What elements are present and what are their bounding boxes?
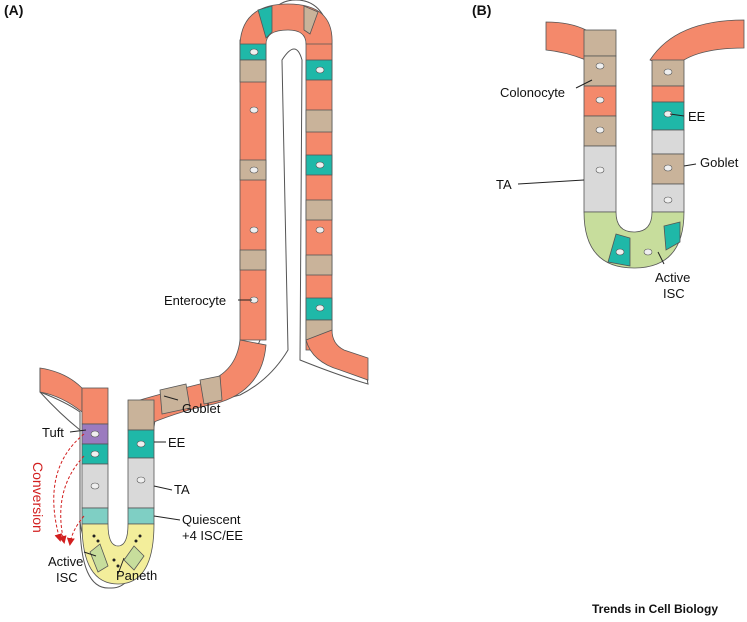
crypt-left-surface [39,367,83,413]
colon-crypt-right-wall [651,59,685,213]
journal-credit: Trends in Cell Biology [592,602,718,616]
villus-tip [239,3,333,45]
crypt-right-wall [127,399,155,525]
label-enterocyte: Enterocyte [164,293,226,308]
label-goblet-b: Goblet [700,155,739,170]
label-active-isc-a-line1: Active [48,554,83,569]
conversion-arrows [53,433,85,546]
label-active-isc-a-line2: ISC [56,570,78,585]
label-quiescent-line1: Quiescent [182,512,241,527]
label-ee-b: EE [688,109,706,124]
leader-lines-b [517,79,697,265]
panel-a-tag: (A) [4,2,23,18]
paneth-granules [92,534,142,568]
nuclei [90,48,325,490]
panel-b: (B) [472,2,745,301]
label-ee-a: EE [168,435,186,450]
label-tuft: Tuft [42,425,64,440]
label-goblet-a: Goblet [182,401,221,416]
label-ta-b: TA [496,177,512,192]
villus-right-tail [305,329,369,381]
colon-crypt-left-wall [583,29,617,213]
label-active-isc-b-line1: Active [655,270,690,285]
label-colonocyte: Colonocyte [500,85,565,100]
label-quiescent-line2: +4 ISC/EE [182,528,243,543]
label-conversion: Conversion [30,462,46,533]
panel-b-tag: (B) [472,2,491,18]
villus-right-wall [305,39,333,351]
colon-nuclei [595,62,673,256]
colon-left-surface [545,21,587,61]
label-active-isc-b-line2: ISC [663,286,685,301]
villus-left-wall [239,39,267,341]
label-paneth: Paneth [116,568,157,583]
crypt-left-wall [81,387,109,525]
panel-a: (A) [4,0,369,589]
leader-lines-a [69,299,252,575]
label-ta-a: TA [174,482,190,497]
